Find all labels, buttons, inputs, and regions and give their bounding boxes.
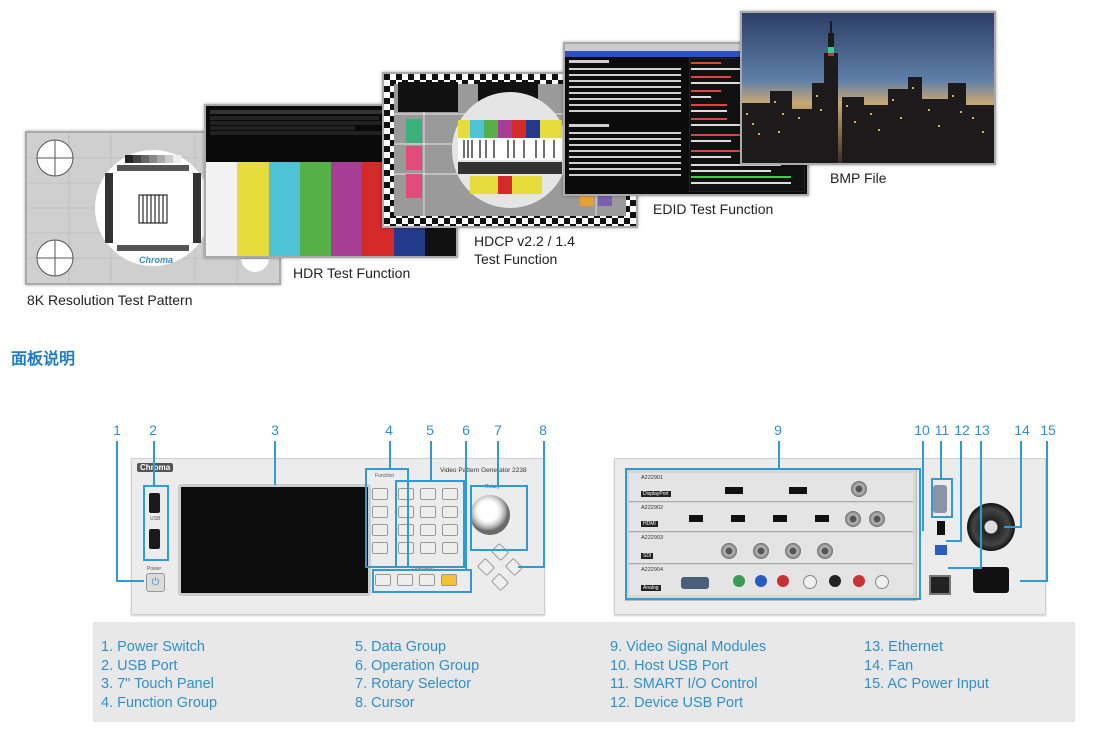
power-switch[interactable]: ⏻	[146, 573, 165, 592]
callout-11: 11	[934, 422, 950, 438]
callout-13: 13	[974, 422, 990, 438]
caption-8k: 8K Resolution Test Pattern	[27, 292, 193, 308]
legend-panel	[93, 622, 1075, 722]
usb-port-2[interactable]	[149, 529, 160, 549]
callout-7: 7	[494, 422, 502, 438]
usb-port-1[interactable]	[149, 493, 160, 513]
callout-1: 1	[113, 422, 121, 438]
legend-item: 2. USB Port	[101, 657, 178, 674]
callout-4: 4	[385, 422, 393, 438]
legend-item: 10. Host USB Port	[610, 657, 729, 674]
ac-power-input[interactable]	[973, 567, 1009, 593]
legend-item: 12. Device USB Port	[610, 694, 743, 711]
usb-label: USB	[150, 516, 161, 522]
function-group	[372, 484, 394, 554]
legend-item: 4. Function Group	[101, 694, 218, 711]
legend-item: 9. Video Signal Modules	[610, 639, 767, 655]
caption-edid: EDID Test Function	[653, 201, 774, 217]
caption-bmp: BMP File	[830, 170, 887, 186]
caption-hdcp-line2: Test Function	[474, 251, 558, 267]
rotary-label: Rotary	[485, 484, 500, 490]
host-usb-port[interactable]	[937, 521, 945, 535]
section-title: 面板说明	[11, 351, 76, 368]
device-usb-port[interactable]	[935, 545, 947, 555]
legend-item: 3. 7" Touch Panel	[101, 676, 214, 692]
legend-item: 13. Ethernet	[864, 639, 943, 655]
legend-item: 11. SMART I/O Control	[610, 676, 758, 692]
rear-panel: A222901 DisplayPort A222902 HDMI A222903…	[614, 458, 1046, 615]
legend-item: 7. Rotary Selector	[355, 676, 472, 692]
caption-hdcp-line1: HDCP v2.2 / 1.4	[474, 233, 575, 249]
module-row-sdi: A222903 SDI	[629, 533, 913, 564]
legend-item: 8. Cursor	[355, 694, 415, 711]
callout-9: 9	[774, 422, 782, 438]
front-panel: Chroma Video Pattern Generator 2238 USB …	[131, 458, 545, 615]
function-label: Function	[375, 473, 395, 479]
callout-12: 12	[954, 422, 970, 438]
module-row-hdmi: A222902 HDMI	[629, 503, 913, 532]
legend-item: 15. AC Power Input	[864, 676, 989, 692]
legend-col-2: 5. Data Group 6. Operation Group 7. Rota…	[355, 638, 479, 712]
operation-group	[375, 574, 475, 588]
callout-3: 3	[271, 422, 279, 438]
callout-15: 15	[1040, 422, 1056, 438]
legend-item: 6. Operation Group	[355, 657, 480, 674]
model-label: Video Pattern Generator 2238	[440, 467, 527, 474]
legend-item: 5. Data Group	[355, 639, 447, 655]
legend-col-3: 9. Video Signal Modules 10. Host USB Por…	[610, 638, 766, 712]
power-label: Power	[147, 566, 162, 572]
callout-2: 2	[149, 422, 157, 438]
legend-col-1: 1. Power Switch 2. USB Port 3. 7" Touch …	[101, 638, 217, 712]
legend-col-4: 13. Ethernet 14. Fan 15. AC Power Input	[864, 638, 989, 694]
legend-item: 14. Fan	[864, 657, 914, 674]
caption-hdr: HDR Test Function	[293, 265, 411, 281]
bmp-file-image	[740, 11, 996, 165]
chroma-logo: Chroma	[139, 255, 174, 265]
touch-panel[interactable]	[178, 484, 371, 596]
ethernet-port[interactable]	[929, 575, 951, 595]
callout-10: 10	[914, 422, 930, 438]
smart-io-port[interactable]	[933, 485, 947, 513]
callout-8: 8	[539, 422, 547, 438]
module-row-analog: A222904 Analog	[629, 565, 913, 595]
data-group	[398, 488, 470, 558]
module-row-displayport: A222901 DisplayPort	[629, 473, 913, 502]
callout-14: 14	[1014, 422, 1030, 438]
legend-item: 1. Power Switch	[101, 639, 205, 655]
callout-5: 5	[426, 422, 434, 438]
rotary-selector[interactable]	[470, 495, 510, 535]
callout-6: 6	[462, 422, 470, 438]
